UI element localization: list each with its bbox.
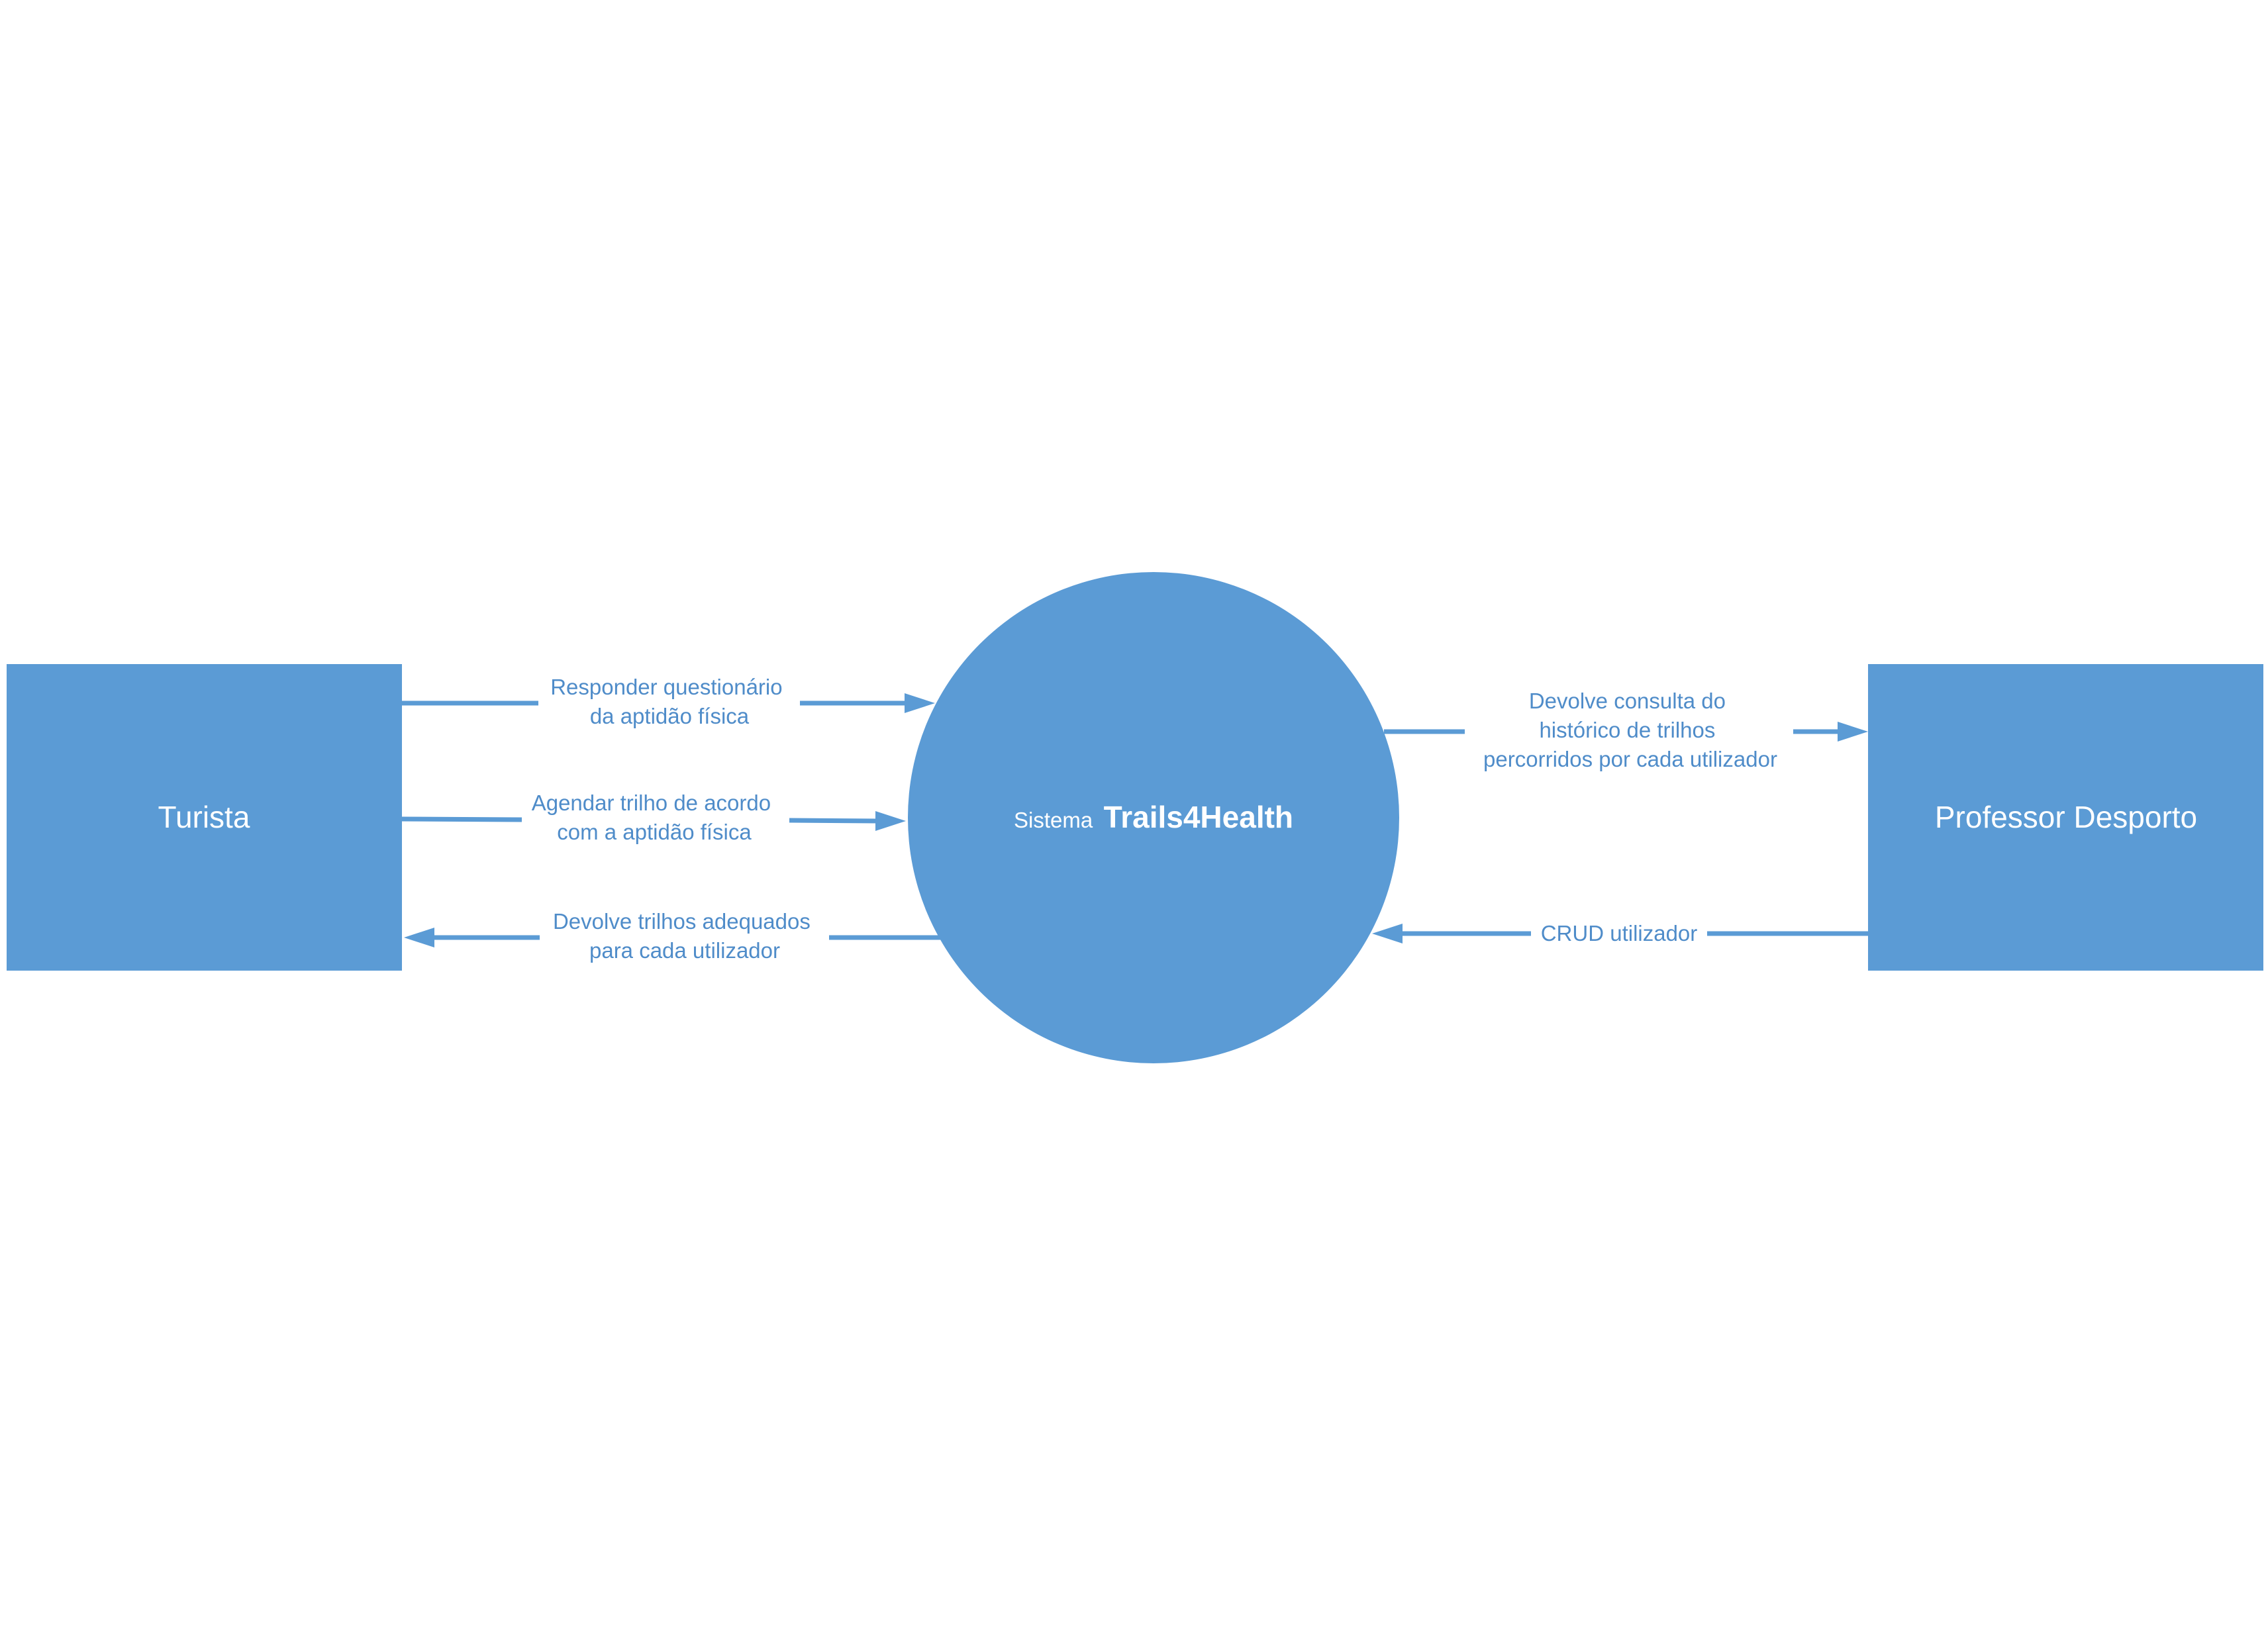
process-label: Sistema Trails4Health xyxy=(1014,800,1293,834)
entity-professor-label: Professor Desporto xyxy=(1935,800,2197,834)
flow-devolve-consulta-label: Devolve consulta do histórico de trilhos… xyxy=(1483,689,1777,771)
arrow-head-icon xyxy=(404,928,434,947)
flow-agendar-line-right xyxy=(789,818,879,824)
entity-professor-box xyxy=(1868,664,2263,971)
entity-professor-desporto[interactable]: Professor Desporto xyxy=(1868,664,2263,971)
process-name: Trails4Health xyxy=(1104,800,1293,834)
flow-devolve-trilhos[interactable]: Devolve trilhos adequados para cada util… xyxy=(404,909,940,963)
flow-responder-label: Responder questionário da aptidão física xyxy=(550,675,789,728)
entity-turista-label: Turista xyxy=(158,800,250,834)
flow-responder-questionario[interactable]: Responder questionário da aptidão física xyxy=(402,675,935,728)
arrow-head-icon xyxy=(905,693,935,713)
flow-devolve-trilhos-label: Devolve trilhos adequados para cada util… xyxy=(553,909,816,963)
flow-agendar-label: Agendar trilho de acordo com a aptidão f… xyxy=(532,791,777,844)
process-prefix: Sistema xyxy=(1014,808,1093,832)
flow-agendar-trilho[interactable]: Agendar trilho de acordo com a aptidão f… xyxy=(401,791,906,844)
process-circle xyxy=(908,572,1399,1063)
flow-devolve-consulta[interactable]: Devolve consulta do histórico de trilhos… xyxy=(1384,689,1868,771)
arrow-head-icon xyxy=(875,811,906,831)
arrow-head-icon xyxy=(1838,722,1868,742)
flow-crud-utilizador[interactable]: CRUD utilizador xyxy=(1372,921,1868,945)
arrow-head-icon xyxy=(1372,924,1403,943)
entity-turista[interactable]: Turista xyxy=(7,664,402,971)
flow-agendar-line-left xyxy=(401,816,522,822)
entity-turista-box xyxy=(7,664,402,971)
flow-crud-label: CRUD utilizador xyxy=(1541,921,1698,945)
process-trails4health[interactable]: Sistema Trails4Health xyxy=(908,572,1399,1063)
